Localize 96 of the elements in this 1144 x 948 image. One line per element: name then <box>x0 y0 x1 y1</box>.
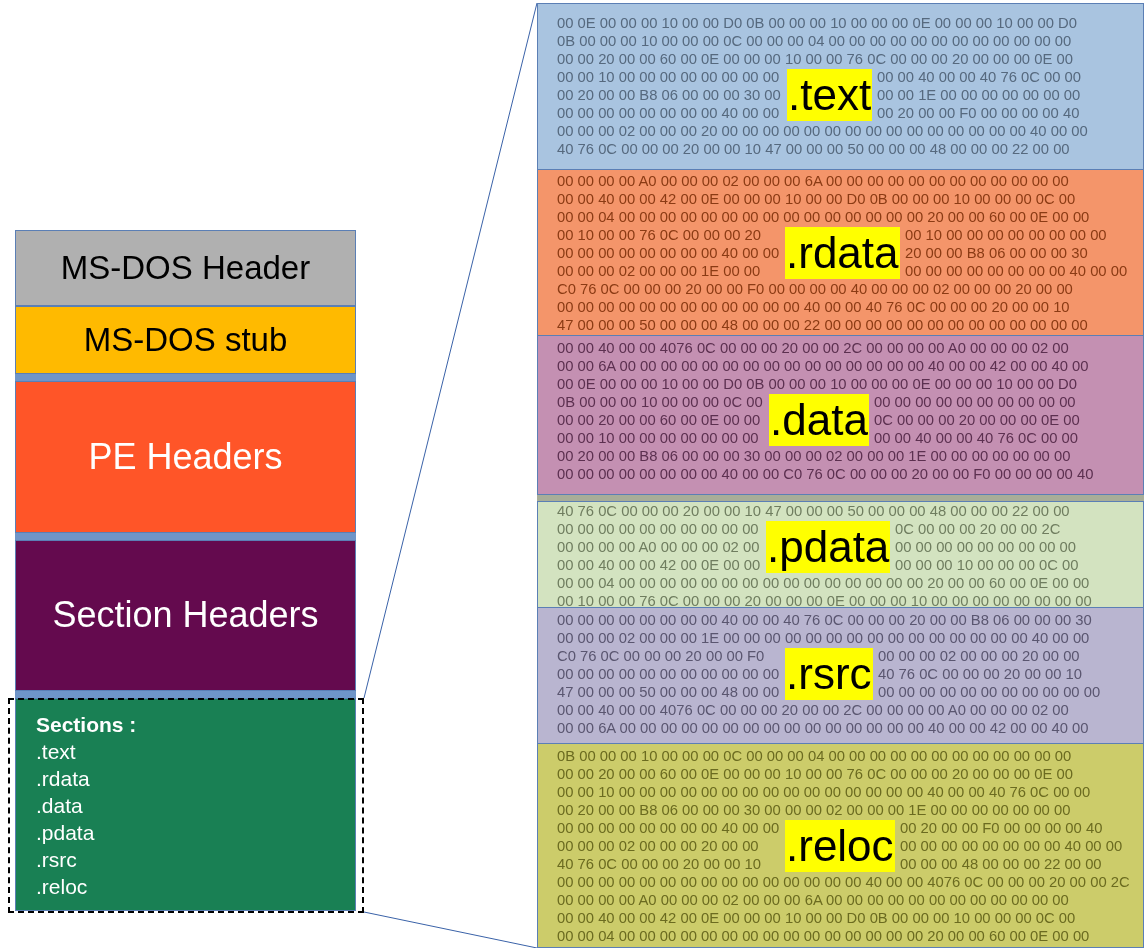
hex-row: 00 20 00 00 B8 06 00 00 00 30 00 <box>557 86 781 104</box>
hex-row: 00 00 00 00 00 00 00 00 00 00 00 <box>557 665 780 683</box>
section-band <box>537 3 1144 170</box>
hex-row: 00 00 00 00 A0 00 00 00 02 00 00 00 6A 00 00 00 00 00 00 00 00 00 00 00 00 <box>557 891 1069 909</box>
hex-row: 00 10 00 00 76 0C 00 00 00 20 00 00 00 0E 00 00 00 10 00 00 00 00 00 00 00 00 <box>557 592 1092 607</box>
hex-row: 20 00 00 B8 06 00 00 00 30 <box>905 244 1088 262</box>
section-name: .rsrc <box>785 648 873 700</box>
leader-line <box>363 2 538 699</box>
hex-row: 00 00 00 00 A0 00 00 00 02 00 00 00 6A 00 00 00 00 00 00 00 00 00 00 00 00 <box>557 172 1069 190</box>
hex-row: 00 00 00 00 00 00 00 00 40 00 00 <box>557 819 780 837</box>
hex-row: 00 00 40 00 00 4076 0C 00 00 00 20 00 00 2C 00 00 00 00 A0 00 00 00 02 00 <box>557 339 1069 357</box>
hex-row: 00 00 40 00 00 42 00 0E 00 00 <box>557 556 761 574</box>
hex-row: 00 00 6A 00 00 00 00 00 00 00 00 00 00 00 00 00 00 00 40 00 00 42 00 00 40 00 <box>557 719 1089 737</box>
hex-row: 00 00 6A 00 00 00 00 00 00 00 00 00 00 00 00 00 00 00 40 00 00 42 00 00 40 00 <box>557 357 1089 375</box>
section-name: .pdata <box>766 521 891 573</box>
hex-row: 00 00 00 02 00 00 00 20 00 00 00 00 00 00 00 00 00 00 00 00 00 00 00 40 00 00 <box>557 122 1088 140</box>
section-name: .text <box>787 69 873 121</box>
list-heading: Sections : <box>36 712 137 738</box>
hex-row: 00 00 00 00 A0 00 00 00 02 00 <box>557 538 760 556</box>
hex-row: 40 76 0C 00 00 00 20 00 00 10 <box>557 855 762 873</box>
hex-row: 00 00 04 00 00 00 00 00 00 00 00 00 00 00 00 00 00 00 20 00 00 60 00 0E 00 00 <box>557 927 1090 945</box>
hex-row: 00 00 40 00 00 4076 0C 00 00 00 20 00 00 2C 00 00 00 00 A0 00 00 00 02 00 <box>557 701 1069 719</box>
hex-row: 47 00 00 00 50 00 00 00 48 00 00 <box>557 683 780 701</box>
hex-row: 00 00 00 02 00 00 00 1E 00 00 00 00 00 00 00 00 00 00 00 00 00 00 00 40 00 00 <box>557 629 1090 647</box>
hex-row: 00 00 00 10 00 00 00 0C 00 <box>895 556 1079 574</box>
hex-row: 00 00 00 00 00 00 00 00 40 00 00 40 76 0C 00 00 00 20 00 00 B8 06 00 00 00 30 <box>557 611 1092 629</box>
list-item: .rsrc <box>36 847 78 873</box>
hex-row: 00 0E 00 00 00 10 00 00 D0 0B 00 00 00 10 00 00 00 0E 00 00 00 10 00 00 D0 <box>557 14 1077 32</box>
block-title: Section Headers <box>51 594 320 637</box>
hex-row: 00 00 00 00 00 00 00 00 00 00 00 00 00 00 00 40 00 00 4076 0C 00 00 00 20 00 00 2C <box>557 873 1130 891</box>
hex-row: 00 00 00 00 00 00 00 00 00 00 <box>874 393 1076 411</box>
hex-row: 00 20 00 00 B8 06 00 00 00 30 00 00 00 02 00 00 00 1E 00 00 00 00 00 00 00 <box>557 447 1071 465</box>
hex-row: C0 76 0C 00 00 00 20 00 00 F0 <box>557 647 765 665</box>
hex-row: 0B 00 00 00 10 00 00 00 0C 00 00 00 04 00 00 00 00 00 00 00 00 00 00 00 00 <box>557 32 1072 50</box>
hex-row: C0 76 0C 00 00 00 20 00 00 F0 00 00 00 00 40 00 00 00 02 00 00 00 20 00 00 <box>557 280 1073 298</box>
hex-row: 00 00 04 00 00 00 00 00 00 00 00 00 00 00 00 00 00 00 20 00 00 60 00 0E 00 00 <box>557 574 1090 592</box>
hex-row: 00 00 00 00 00 00 00 00 00 00 00 <box>878 683 1101 701</box>
header-block <box>15 540 356 691</box>
hex-row: 00 00 10 00 00 00 00 00 00 00 00 00 00 00 00 00 00 00 40 00 00 40 76 0C 00 00 <box>557 783 1091 801</box>
hex-row: 00 00 00 02 00 00 00 20 00 00 <box>557 837 759 855</box>
hex-row: 40 76 0C 00 00 00 20 00 00 10 47 00 00 00 50 00 00 00 48 00 00 00 22 00 00 <box>557 502 1070 520</box>
list-item: .rdata <box>36 766 91 792</box>
section-name: .rdata <box>785 227 900 279</box>
hex-row: 00 00 00 48 00 00 00 22 00 00 <box>900 855 1102 873</box>
hex-row: 40 76 0C 00 00 00 20 00 00 10 47 00 00 00 50 00 00 00 48 00 00 00 22 00 00 <box>557 140 1070 158</box>
section-band <box>537 335 1144 495</box>
section-band <box>537 743 1144 948</box>
hex-row: 00 00 00 00 00 00 00 00 00 00 00 00 40 00 00 40 76 0C 00 00 00 20 00 00 10 <box>557 298 1070 316</box>
hex-row: 0B 00 00 00 10 00 00 00 0C 00 <box>557 393 763 411</box>
hex-row: 47 00 00 00 50 00 00 00 48 00 00 00 22 00 00 00 00 00 00 00 00 00 00 00 00 00 <box>557 316 1088 334</box>
hex-row: 00 00 40 00 00 40 76 0C 00 00 <box>877 68 1082 86</box>
hex-row: 00 00 40 00 00 40 76 0C 00 00 <box>874 429 1079 447</box>
hex-row: 00 00 20 00 00 60 00 0E 00 00 <box>557 411 761 429</box>
list-item: .text <box>36 739 77 765</box>
hex-row: 00 00 40 00 00 42 00 0E 00 00 00 10 00 00 D0 0B 00 00 00 10 00 00 00 0C 00 <box>557 190 1076 208</box>
hex-row: 00 00 00 00 00 00 00 00 40 00 00 <box>557 244 780 262</box>
hex-row: 00 20 00 00 F0 00 00 00 00 40 <box>900 819 1103 837</box>
hex-row: 00 00 20 00 00 60 00 0E 00 00 00 10 00 00 76 0C 00 00 00 20 00 00 00 0E 00 <box>557 50 1073 68</box>
block-title: MS-DOS stub <box>82 320 289 359</box>
hex-row: 00 00 20 00 00 60 00 0E 00 00 00 10 00 00 76 0C 00 00 00 20 00 00 00 0E 00 <box>557 765 1073 783</box>
hex-row: 00 00 00 00 00 00 00 00 00 <box>895 538 1077 556</box>
hex-row: 00 00 04 00 00 00 00 00 00 00 00 00 00 00 00 00 00 00 20 00 00 60 00 0E 00 00 <box>557 208 1090 226</box>
hex-row: 0B 00 00 00 10 00 00 00 0C 00 00 00 04 00 00 00 00 00 00 00 00 00 00 00 00 <box>557 747 1072 765</box>
section-name: .reloc <box>785 820 895 872</box>
hex-row: 00 00 00 00 00 00 00 00 40 00 00 <box>900 837 1123 855</box>
hex-row: 00 00 00 00 00 00 00 00 40 00 00 C0 76 0C 00 00 00 20 00 00 F0 00 00 00 00 40 <box>557 465 1094 483</box>
section-name: .data <box>769 394 869 446</box>
hex-row: 00 00 1E 00 00 00 00 00 00 00 <box>877 86 1081 104</box>
hex-row: 00 00 00 02 00 00 00 20 00 00 <box>878 647 1080 665</box>
hex-row: 00 00 00 00 00 00 00 00 40 00 00 <box>557 104 780 122</box>
hex-row: 00 00 40 00 00 42 00 0E 00 00 00 10 00 00 D0 0B 00 00 00 10 00 00 00 0C 00 <box>557 909 1076 927</box>
hex-row: 00 00 10 00 00 00 00 00 00 00 00 <box>557 68 780 86</box>
hex-row: 00 00 00 00 00 00 00 00 00 00 <box>557 520 759 538</box>
header-block <box>15 306 356 374</box>
hex-row: 00 10 00 00 76 0C 00 00 00 20 <box>557 226 762 244</box>
block-title: MS-DOS Header <box>59 248 312 287</box>
leader-line <box>363 911 538 948</box>
section-band <box>537 607 1144 744</box>
hex-row: 40 76 0C 00 00 00 20 00 00 10 <box>878 665 1083 683</box>
hex-row: 00 10 00 00 00 00 00 00 00 00 <box>905 226 1107 244</box>
hex-row: 0C 00 00 00 20 00 00 2C <box>895 520 1061 538</box>
block-title: PE Headers <box>87 435 284 478</box>
list-item: .data <box>36 793 84 819</box>
hex-row: 00 0E 00 00 00 10 00 00 D0 0B 00 00 00 10 00 00 00 0E 00 00 00 10 00 00 D0 <box>557 375 1077 393</box>
hex-row: 00 00 00 00 00 00 00 00 40 00 00 <box>905 262 1128 280</box>
list-item: .reloc <box>36 874 89 900</box>
hex-row: 00 00 00 02 00 00 00 1E 00 00 <box>557 262 761 280</box>
hex-row: 00 00 10 00 00 00 00 00 00 00 <box>557 429 759 447</box>
header-block <box>15 381 356 533</box>
header-block <box>15 230 356 306</box>
hex-row: 00 20 00 00 F0 00 00 00 00 40 <box>877 104 1080 122</box>
section-band <box>537 169 1144 336</box>
hex-row: 0C 00 00 00 20 00 00 00 0E 00 <box>874 411 1080 429</box>
hex-row: 00 20 00 00 B8 06 00 00 00 30 00 00 00 02 00 00 00 1E 00 00 00 00 00 00 00 <box>557 801 1071 819</box>
section-band <box>537 501 1144 608</box>
list-item: .pdata <box>36 820 96 846</box>
